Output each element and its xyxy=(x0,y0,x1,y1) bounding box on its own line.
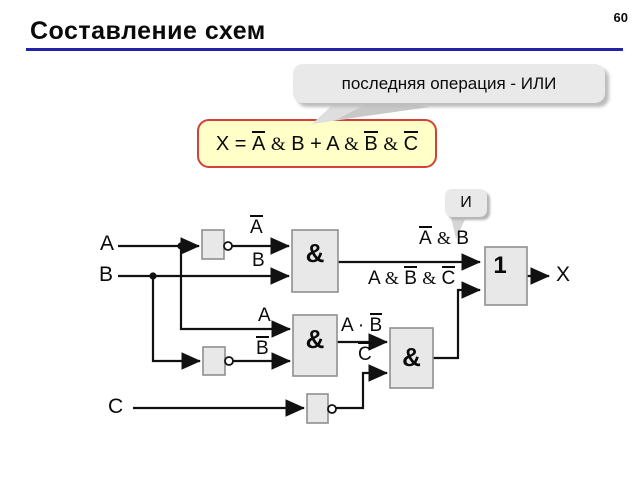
overlined-text: A xyxy=(250,215,263,238)
formula-box: X = A & B + A & B & C xyxy=(197,119,437,168)
not-gate-a xyxy=(201,229,225,260)
input-a-label: A xyxy=(100,232,115,255)
ampersand: & xyxy=(383,134,399,155)
ampersand: & xyxy=(436,228,451,248)
input-c-label: C xyxy=(108,395,124,418)
overlined-text: B xyxy=(369,313,383,336)
not-gate-b xyxy=(202,346,226,376)
or-gate-glyph: 1 xyxy=(493,252,507,279)
inverter-circle-a xyxy=(223,241,233,251)
inverter-circle-b xyxy=(224,356,234,366)
inverter-circle-c xyxy=(327,404,337,414)
junction-dot-b xyxy=(149,272,157,280)
overlined-text: B xyxy=(364,131,378,155)
wire-label-not-b: B xyxy=(256,336,269,360)
page-title: Составление схем xyxy=(30,17,266,45)
header-rule xyxy=(26,48,623,51)
and-callout-text: И xyxy=(460,194,472,211)
junction-dot-a xyxy=(177,242,185,250)
and-gate-1-glyph: & xyxy=(305,238,325,268)
or-callout-text: последняя операция - ИЛИ xyxy=(341,73,557,93)
overlined-text: C xyxy=(403,131,419,155)
and-gate-2-glyph: & xyxy=(305,324,325,354)
formula-text: X = A & B + A & B & C xyxy=(215,131,419,155)
overlined-text: B xyxy=(404,266,417,289)
wire-label-a-and-not-b-and-not-c: A & B & C xyxy=(368,266,456,289)
and-gate-3-glyph: & xyxy=(402,342,421,372)
or-callout-tail-shade xyxy=(336,100,430,120)
or-callout-bubble: последняя операция - ИЛИ xyxy=(293,64,605,103)
and-callout-bubble: И xyxy=(445,189,487,217)
wire-label-a-branch: A xyxy=(258,305,271,326)
wire-b-branch xyxy=(151,276,202,370)
overlined-text: B xyxy=(256,336,269,359)
not-gate-c xyxy=(306,393,329,424)
overlined-text: C xyxy=(358,342,372,365)
input-b-label: B xyxy=(99,263,114,286)
overlined-text: C xyxy=(441,266,456,289)
wire-label-not-a: A xyxy=(250,215,263,239)
overlined-text: A xyxy=(419,226,432,249)
output-x-label: X xyxy=(556,263,571,286)
page-number: 60 xyxy=(613,10,628,25)
overlined-text: A xyxy=(252,131,266,155)
wire-a-branch xyxy=(179,246,292,338)
wire-and3-out xyxy=(433,281,482,360)
ampersand: & xyxy=(270,134,286,155)
ampersand: & xyxy=(384,268,399,288)
wire-label-b: B xyxy=(252,250,265,271)
wire-label-not-c: C xyxy=(358,342,372,366)
ampersand: & xyxy=(344,134,359,155)
ampersand: & xyxy=(422,268,437,288)
wire-not-c-out xyxy=(336,364,389,410)
wire-label-a-dot-not-b: A · B xyxy=(341,313,383,336)
wire-label-not-a-and-b: A & B xyxy=(419,226,469,249)
